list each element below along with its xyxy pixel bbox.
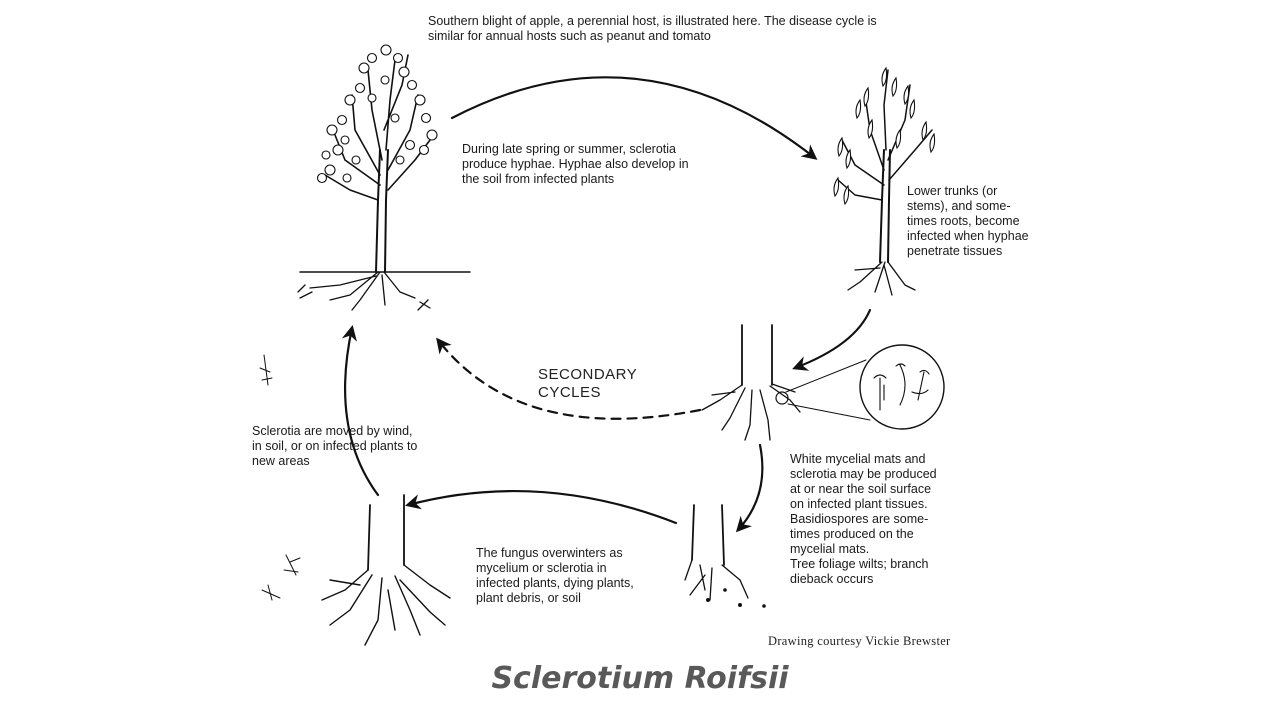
intro-text: Southern blight of apple, a perennial ho… bbox=[428, 14, 877, 43]
overwintering-base-illustration bbox=[684, 504, 766, 608]
arrow-overwinter-to-stump bbox=[405, 489, 678, 525]
arrow-stump-to-tree bbox=[341, 324, 380, 497]
magnified-basidiospores-inset bbox=[859, 344, 945, 430]
stage-text-mycelial-mats: White mycelial mats and sclerotia may be… bbox=[790, 452, 937, 586]
healthy-tree-illustration bbox=[297, 44, 471, 311]
secondary-cycles-label: SECONDARY CYCLES bbox=[538, 366, 638, 401]
arrow-mats-to-overwinter bbox=[735, 443, 764, 533]
arrow-infection-to-mats bbox=[792, 308, 872, 371]
drawing-credit: Drawing courtesy Vickie Brewster bbox=[768, 634, 951, 648]
stage-text-dispersal: Sclerotia are moved by wind, in soil, or… bbox=[252, 424, 418, 468]
wilting-tree-illustration bbox=[833, 66, 936, 296]
cycle-arrows bbox=[341, 76, 872, 533]
slide-caption: Sclerotium Roifsii bbox=[491, 661, 789, 696]
stage-text-trunk-infection: Lower trunks (or stems), and some- times… bbox=[907, 184, 1029, 258]
stage-text-hyphae: During late spring or summer, sclerotia … bbox=[462, 142, 689, 186]
infected-base-illustration bbox=[701, 324, 945, 441]
arrow-spring-to-infection bbox=[450, 76, 818, 160]
dead-stump-illustration bbox=[259, 354, 451, 646]
stage-text-overwintering: The fungus overwinters as mycelium or sc… bbox=[476, 546, 634, 605]
